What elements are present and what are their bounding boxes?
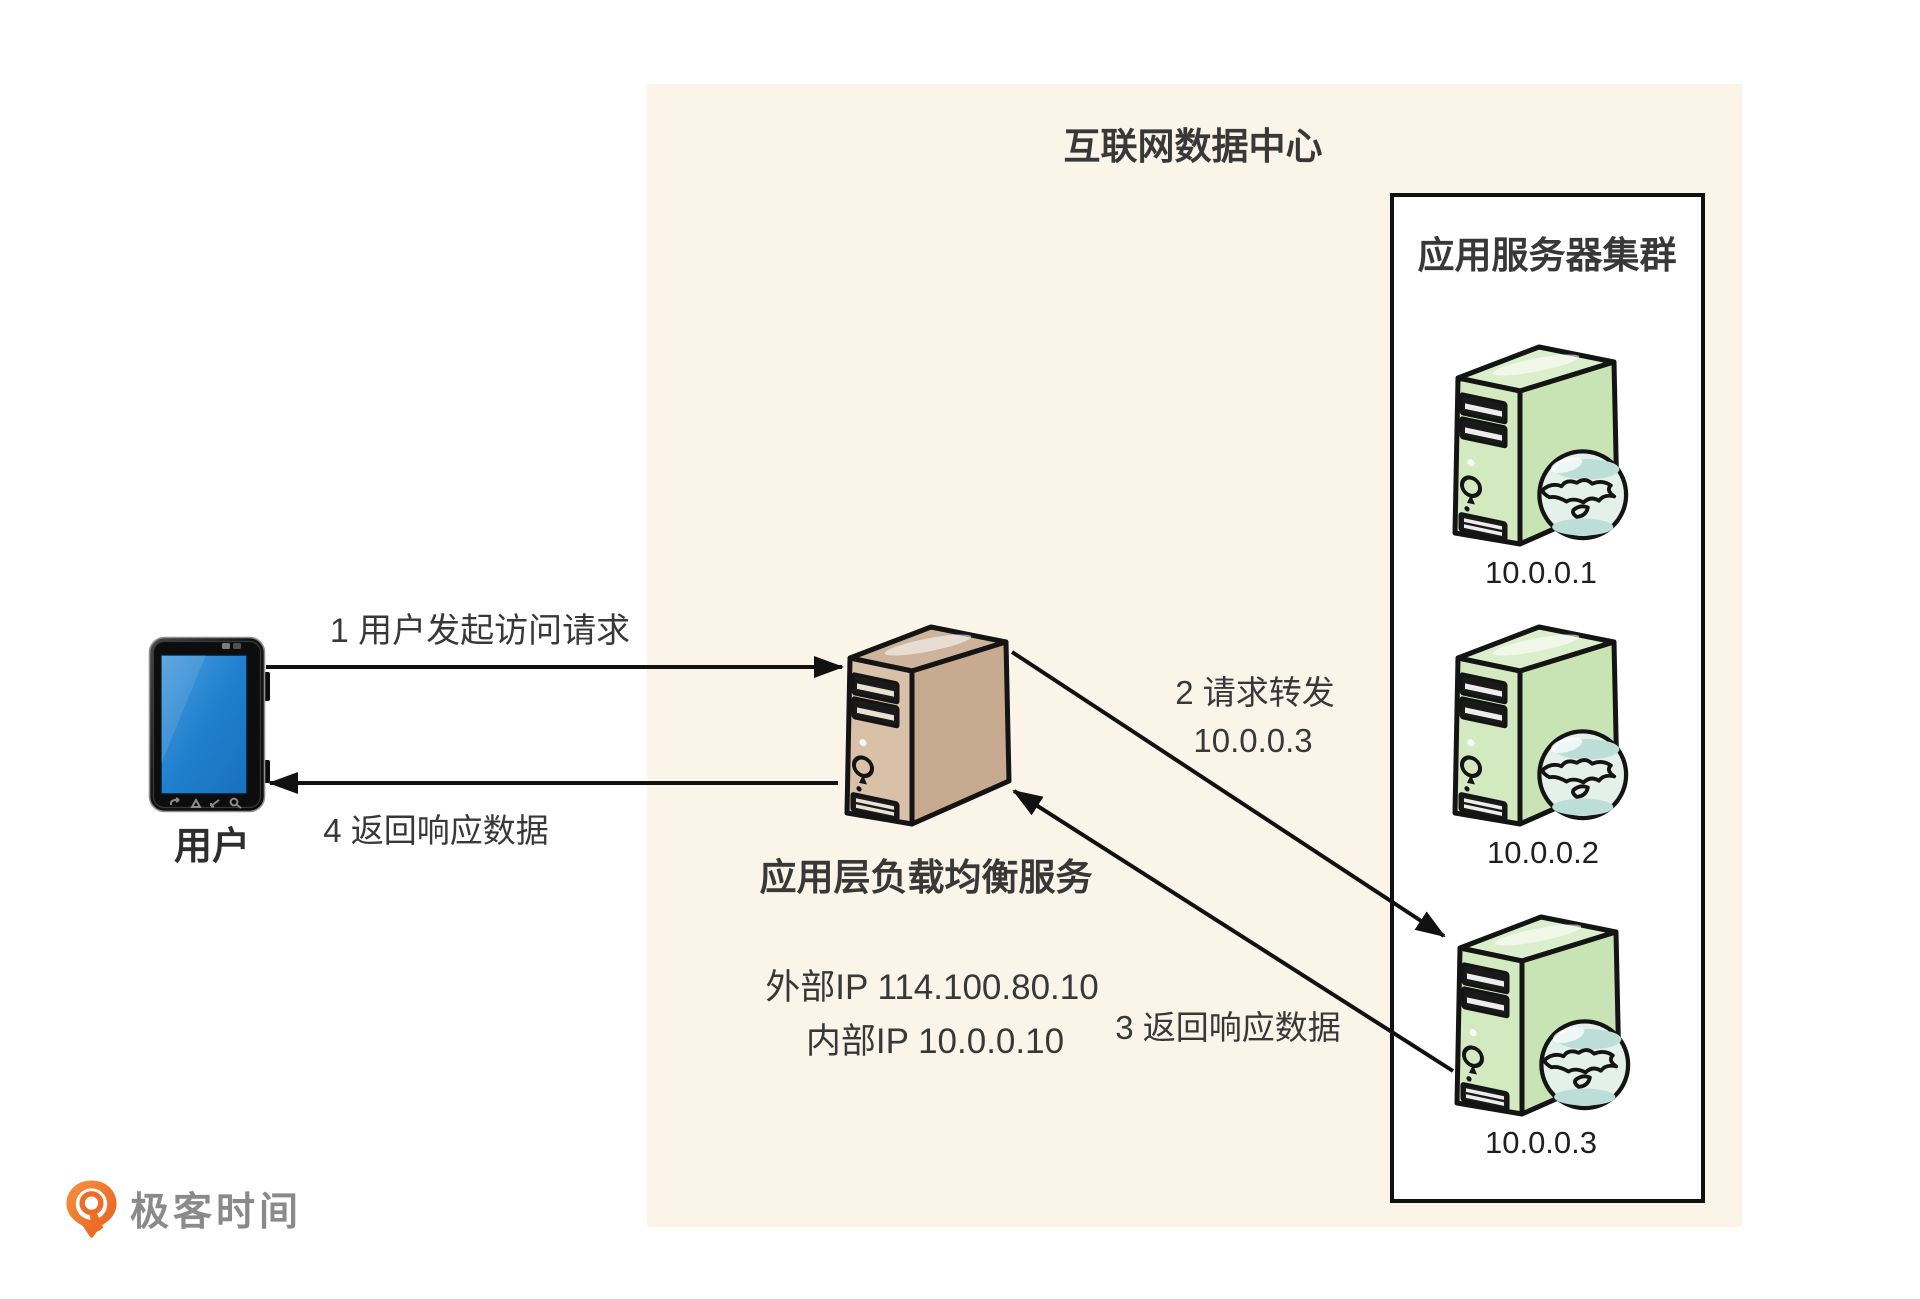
tablet-side-button (264, 672, 270, 701)
datacenter-title: 互联网数据中心 (1063, 126, 1323, 167)
app-server-icon-1 (1452, 344, 1629, 547)
load-balancer-name: 应用层负载均衡服务 (759, 857, 1093, 898)
user-tablet-icon (148, 636, 270, 813)
flow3-label: 3 返回响应数据 (1115, 1009, 1341, 1046)
tablet-camera-dot (233, 643, 241, 649)
globe-icon (1539, 1019, 1631, 1111)
app-server-ip-1: 10.0.0.1 (1484, 555, 1598, 590)
cluster-title: 应用服务器集群 (1417, 235, 1677, 276)
internal-ip-label: 内部IP 10.0.0.10 (805, 1022, 1065, 1061)
flow2-label: 2 请求转发 (1175, 674, 1335, 711)
geektime-logo-text: 极客时间 (130, 1191, 303, 1234)
app-server-ip-3: 10.0.0.3 (1484, 1125, 1598, 1160)
tablet-camera-dot (222, 643, 230, 649)
tablet-nav-icons (169, 797, 242, 809)
geektime-logo-icon (66, 1180, 117, 1238)
tablet-screen (160, 654, 248, 795)
flow1-label: 1 用户发起访问请求 (329, 612, 631, 650)
app-server-icon-3 (1454, 914, 1631, 1117)
flow4-label: 4 返回响应数据 (323, 812, 549, 849)
app-server-icon-2 (1452, 624, 1629, 827)
app-server-ip-2: 10.0.0.2 (1486, 835, 1600, 870)
user-label: 用户 (173, 826, 251, 868)
globe-icon (1537, 729, 1629, 821)
brand-logo: 极客时间 (63, 1178, 302, 1240)
flow2-target-ip: 10.0.0.3 (1193, 722, 1313, 759)
tablet-side-button (264, 760, 270, 783)
globe-icon (1537, 449, 1629, 541)
external-ip-label: 外部IP 114.100.80.10 (765, 968, 1099, 1007)
load-balancer-server-icon (844, 624, 1012, 827)
